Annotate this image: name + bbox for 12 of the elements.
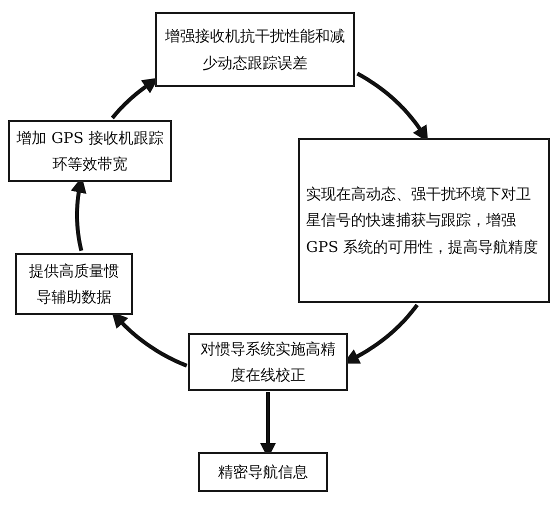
box-text: 精密导航信息	[218, 462, 308, 483]
process-box	[155, 12, 355, 87]
process-box	[188, 333, 348, 391]
box-text: 提供高质量惯导辅助数据	[28, 260, 120, 308]
process-box	[298, 138, 550, 303]
box-text: 实现在高动态、强干扰环境下对卫星信号的快速捕获与跟踪，增强 GPS 系统的可用性，提高导航精度	[306, 184, 540, 258]
box-text: 增加 GPS 接收机跟踪环等效带宽	[16, 128, 164, 175]
process-box	[8, 120, 172, 182]
box-text: 增强接收机抗干扰性能和减少动态跟踪误差	[164, 26, 346, 74]
box-text: 对惯导系统实施高精度在线校正	[200, 338, 336, 386]
process-box	[15, 253, 133, 315]
process-box	[198, 452, 328, 492]
